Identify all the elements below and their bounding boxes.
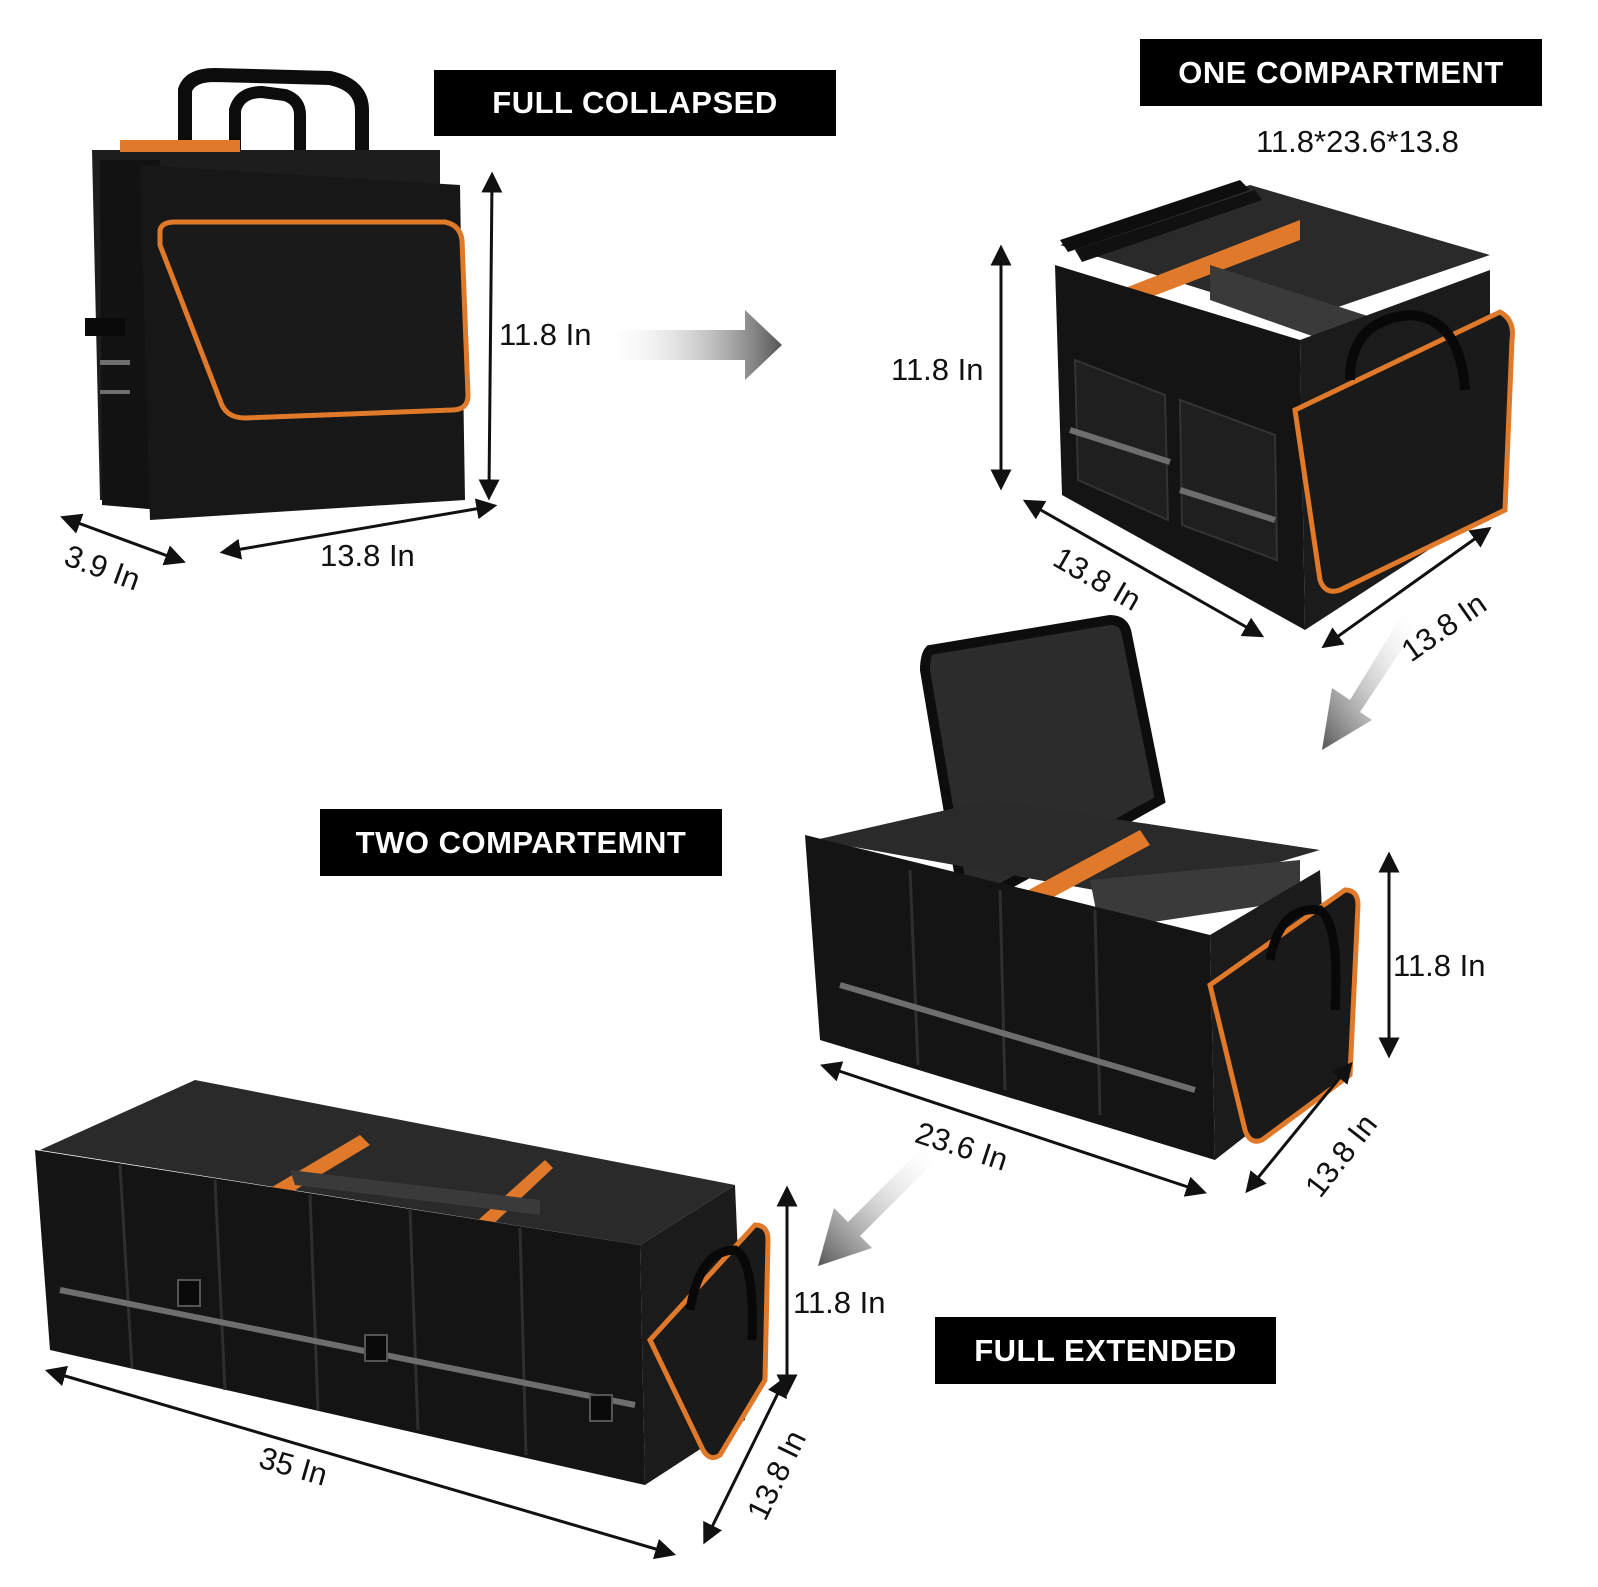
arrow-down-left-icon-2 — [818, 1145, 938, 1266]
arrow-down-left-icon — [1322, 610, 1420, 750]
full-extended-banner: FULL EXTENDED — [935, 1317, 1276, 1384]
one-compartment-banner: ONE COMPARTMENT — [1140, 39, 1542, 106]
arrow-right-icon — [600, 310, 782, 380]
two-depth-line — [1245, 1061, 1353, 1194]
two-height-label: 11.8 In — [1393, 948, 1486, 983]
two-compartment-banner: TWO COMPARTEMNT — [320, 809, 722, 876]
full-extended-image — [35, 1080, 771, 1485]
ext-height-label: 11.8 In — [793, 1285, 886, 1320]
collapsed-height-label: 11.8 In — [499, 317, 592, 352]
one-width-line — [1022, 499, 1265, 638]
collapsed-width-line — [219, 498, 498, 560]
ext-width-line — [44, 1365, 677, 1560]
collapsed-width-label: 13.8 In — [320, 538, 415, 573]
collapsed-depth-line — [60, 513, 186, 566]
full-collapsed-banner: FULL COLLAPSED — [434, 70, 836, 136]
two-compartment-image — [805, 614, 1361, 1160]
collapsed-height-line — [478, 171, 503, 501]
collapsed-bag-image — [85, 67, 471, 520]
one-height-label: 11.8 In — [891, 352, 984, 387]
one-depth-line — [1321, 526, 1492, 649]
one-compartment-size: 11.8*23.6*13.8 — [1256, 124, 1459, 159]
ext-depth-line — [703, 1375, 787, 1545]
two-width-line — [820, 1061, 1207, 1197]
